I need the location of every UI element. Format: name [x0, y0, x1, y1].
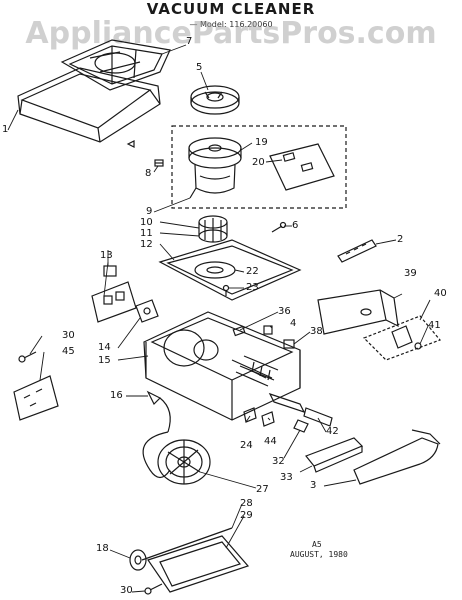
- part-4-clip: [263, 325, 273, 335]
- part-36-bracket: [232, 325, 246, 337]
- callout-7: 7: [186, 36, 193, 47]
- part-16-cord-end: [146, 390, 171, 433]
- drawing-code: A5: [312, 540, 322, 549]
- part-24-wheel-bracket: [243, 407, 257, 423]
- part-15-body: [143, 311, 301, 421]
- part-3-bumper: [353, 429, 441, 485]
- part-14-switch: [135, 299, 159, 323]
- part-40-button-assembly: [362, 315, 442, 361]
- part-13-switch-plate: [91, 281, 137, 323]
- part-12-switch-cover: [103, 265, 117, 277]
- part-27-cord-reel: [142, 431, 211, 485]
- part-30-screw-left: [18, 351, 37, 363]
- callout-45: 45: [62, 346, 75, 357]
- callout-1: 1: [2, 124, 9, 135]
- callout-4: 4: [290, 318, 297, 329]
- callout-24: 24: [240, 440, 253, 451]
- callout-8: 8: [145, 168, 152, 179]
- model-number: — Model: 116.20060: [189, 20, 273, 29]
- callout-33: 33: [280, 472, 293, 483]
- callout-29: 29: [240, 510, 253, 521]
- callout-23: 23: [246, 282, 259, 293]
- part-20-brush-plate: [269, 143, 335, 191]
- callout-38: 38: [310, 326, 323, 337]
- part-10-fan: [198, 215, 228, 243]
- callout-39: 39: [404, 268, 417, 279]
- leader-lines: [7, 44, 431, 593]
- part-30-screw-bottom: [144, 583, 163, 595]
- callout-10: 10: [140, 217, 153, 228]
- part-1-lid: [17, 67, 161, 148]
- callout-42: 42: [326, 426, 339, 437]
- part-28-rod: [141, 527, 233, 561]
- callout-5: 5: [196, 62, 203, 73]
- part-42-connector: [268, 392, 333, 427]
- callout-16: 16: [110, 390, 123, 401]
- callout-11: 11: [140, 228, 153, 239]
- callout-15: 15: [98, 355, 111, 366]
- part-22-filter-disc: [194, 261, 236, 279]
- motor-assembly-box: [171, 125, 347, 209]
- callout-27: 27: [256, 484, 269, 495]
- part-6-screw: [271, 221, 287, 233]
- callout-30-left: 30: [62, 330, 75, 341]
- part-2-strip: [337, 239, 377, 263]
- callout-9: 9: [146, 206, 153, 217]
- callout-32: 32: [272, 456, 285, 467]
- part-32-hinge: [293, 419, 309, 433]
- part-45-plate: [13, 375, 59, 421]
- callout-18: 18: [96, 543, 109, 554]
- callout-40: 40: [434, 288, 447, 299]
- callout-44: 44: [264, 436, 277, 447]
- callout-12: 12: [140, 239, 153, 250]
- callout-28: 28: [240, 498, 253, 509]
- callout-13: 13: [100, 250, 113, 261]
- part-33-pedal: [305, 437, 364, 473]
- callout-22: 22: [246, 266, 259, 277]
- part-5-motor-cap: [190, 85, 240, 115]
- callout-3: 3: [310, 480, 317, 491]
- part-7-filter-frame: [60, 39, 171, 91]
- callout-30-bottom: 30: [120, 585, 133, 596]
- callout-36: 36: [278, 306, 291, 317]
- part-18-wheel: [129, 549, 147, 571]
- diagram-title: VACUUM CLEANER: [146, 0, 316, 18]
- callout-14: 14: [98, 342, 111, 353]
- part-29-base-plate: [147, 535, 250, 593]
- callout-2: 2: [397, 234, 404, 245]
- part-8-bushing: [154, 159, 164, 167]
- part-11-gasket: [158, 239, 302, 301]
- part-44-spring: [261, 411, 275, 427]
- callout-20: 20: [252, 157, 265, 168]
- part-19-motor: [188, 137, 242, 199]
- callout-6: 6: [292, 220, 299, 231]
- part-23-screw: [222, 284, 230, 296]
- part-39-housing: [317, 289, 399, 335]
- callout-19: 19: [255, 137, 268, 148]
- callout-41: 41: [428, 320, 441, 331]
- drawing-date: AUGUST, 1980: [290, 550, 348, 559]
